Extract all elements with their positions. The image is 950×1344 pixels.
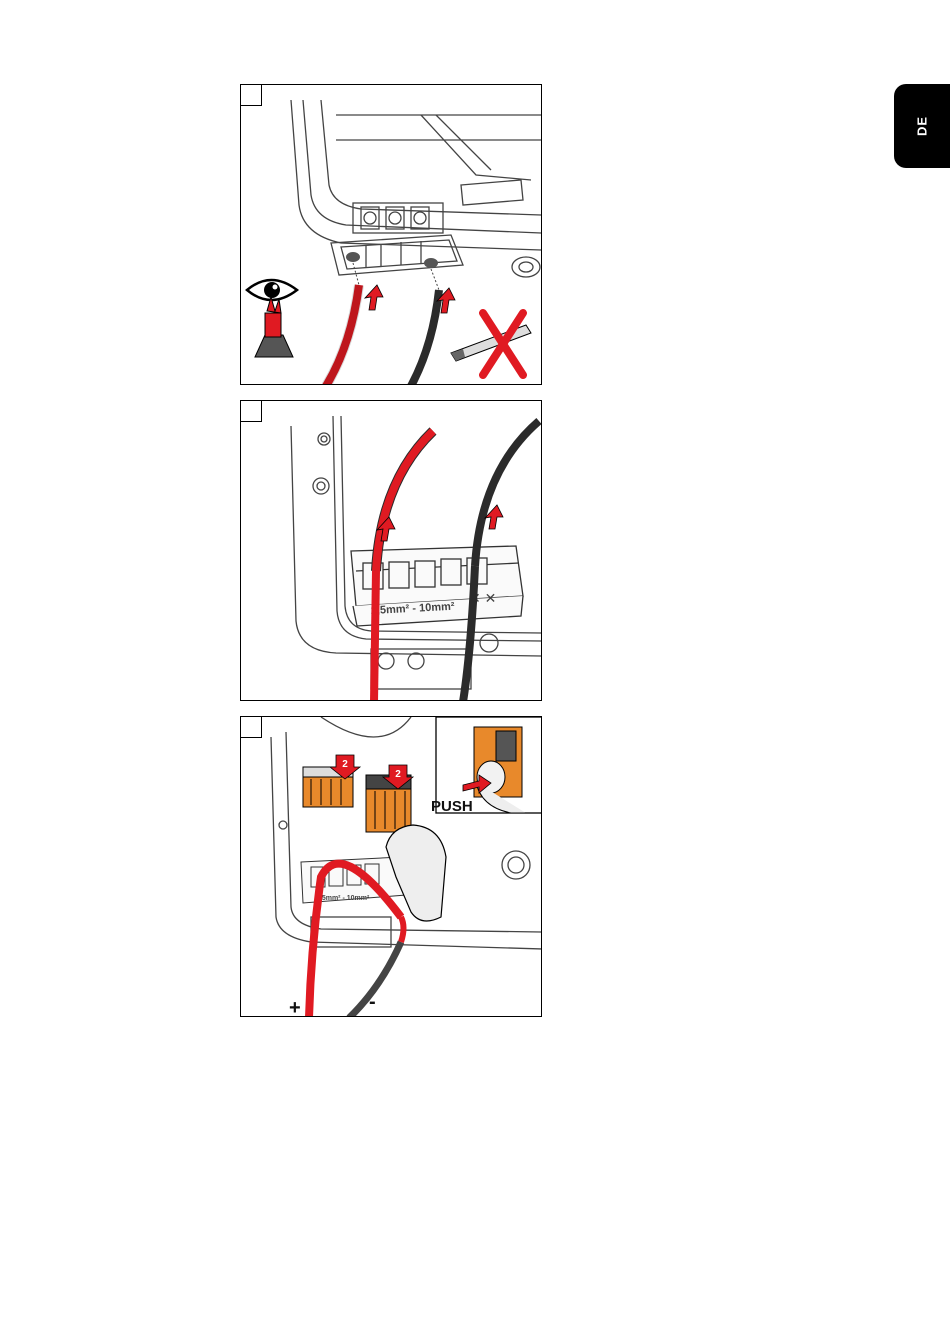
grommet-right (424, 258, 438, 268)
panel-1-drawing (241, 85, 542, 385)
step-number-box-3 (241, 717, 262, 738)
push-label: PUSH (431, 798, 473, 815)
cable-negative (475, 421, 539, 566)
minus-label: - (369, 991, 376, 1013)
insert-arrow-left (365, 285, 383, 310)
svg-text:2: 2 (342, 759, 348, 770)
illustration-panel-2: 2,5mm² - 10mm² ✕ ✕ (240, 400, 542, 701)
svg-text:2: 2 (395, 769, 401, 780)
plus-label: + (289, 997, 301, 1017)
language-tab: DE (894, 84, 950, 168)
panel-2-drawing: 2,5mm² - 10mm² ✕ ✕ (241, 401, 542, 701)
no-knife-icon (451, 313, 531, 375)
step-number-box-1 (241, 85, 262, 106)
grommet-left (346, 252, 360, 262)
illustration-panel-3: 2,5mm² - 10mm² 2 2 (240, 716, 542, 1017)
illustration-panel-1 (240, 84, 542, 385)
panel-3-drawing: 2,5mm² - 10mm² 2 2 (241, 717, 542, 1017)
stripped-cable-icon (255, 297, 293, 357)
terminal-size-label: 2,5mm² - 10mm² (316, 895, 370, 902)
language-tab-label: DE (915, 116, 930, 136)
cable-negative (411, 290, 439, 385)
eye-icon (247, 280, 297, 300)
step-number-box-2 (241, 401, 262, 422)
inverter-housing (291, 100, 541, 277)
